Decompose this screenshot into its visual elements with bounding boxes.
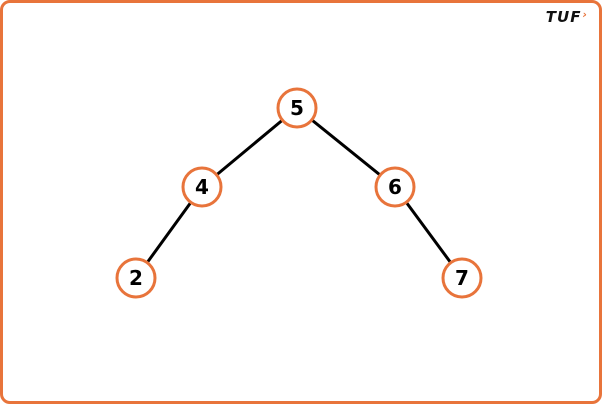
node-circle — [276, 87, 318, 129]
node-circle — [115, 257, 157, 299]
tree-node-2: 2 — [115, 257, 157, 299]
tree-node-7: 7 — [441, 257, 483, 299]
node-label: 2 — [129, 266, 143, 290]
node-circle — [181, 166, 223, 208]
brand-text: TUF — [545, 8, 582, 26]
tree-node-4: 4 — [181, 166, 223, 208]
node-circle — [374, 166, 416, 208]
node-label: 5 — [290, 96, 304, 120]
node-label: 4 — [195, 175, 209, 199]
brand-mark-icon: › — [582, 8, 588, 21]
node-label: 7 — [455, 266, 469, 290]
tree-node-5: 5 — [276, 87, 318, 129]
edge-5-6 — [295, 106, 397, 189]
node-label: 6 — [388, 175, 402, 199]
edge-5-4 — [200, 106, 299, 189]
node-circle — [441, 257, 483, 299]
tree-node-6: 6 — [374, 166, 416, 208]
brand-logo: TUF› — [546, 8, 588, 26]
